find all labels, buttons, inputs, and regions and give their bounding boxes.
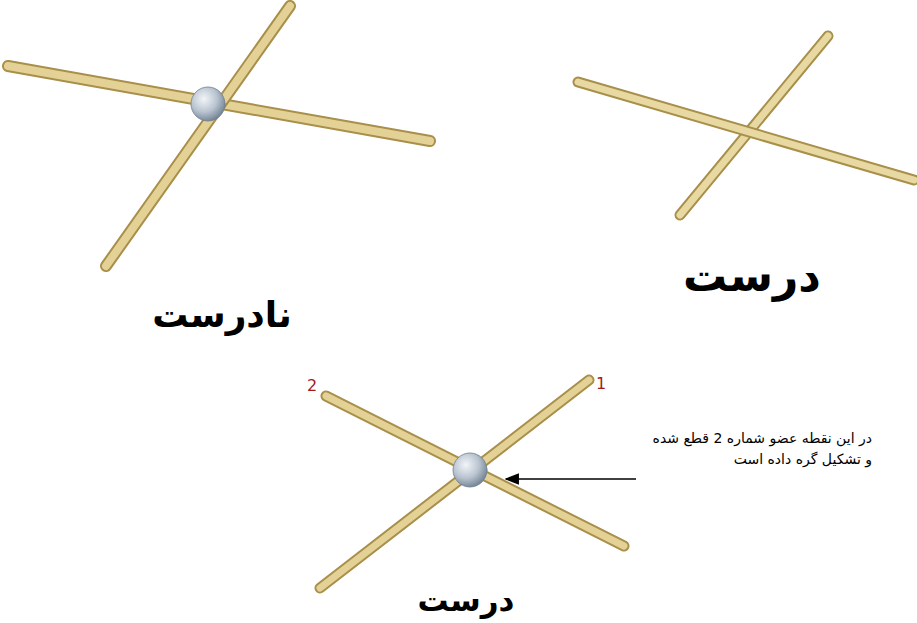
rod: [680, 36, 828, 215]
rod-outline: [578, 82, 914, 180]
leader-arrow: [506, 478, 636, 480]
rod-outline: [106, 6, 290, 266]
node-sphere: [191, 87, 225, 121]
rod: [326, 396, 624, 546]
note-text: در این نقطه عضو شماره 2 قطع شده و تشکیل …: [644, 428, 872, 470]
rod: [578, 82, 914, 180]
rod-outline: [680, 36, 828, 215]
rods: [8, 6, 914, 588]
caption-label: نادرست: [152, 294, 292, 335]
callout-number: 2: [307, 376, 317, 395]
rod-outline: [326, 396, 624, 546]
node-sphere: [453, 453, 487, 487]
rod: [8, 66, 430, 141]
rod: [106, 6, 290, 266]
callout-number: 1: [596, 374, 606, 393]
rod-outline: [8, 66, 430, 141]
caption-label: درست: [417, 582, 514, 618]
caption-label: درست: [683, 250, 821, 301]
